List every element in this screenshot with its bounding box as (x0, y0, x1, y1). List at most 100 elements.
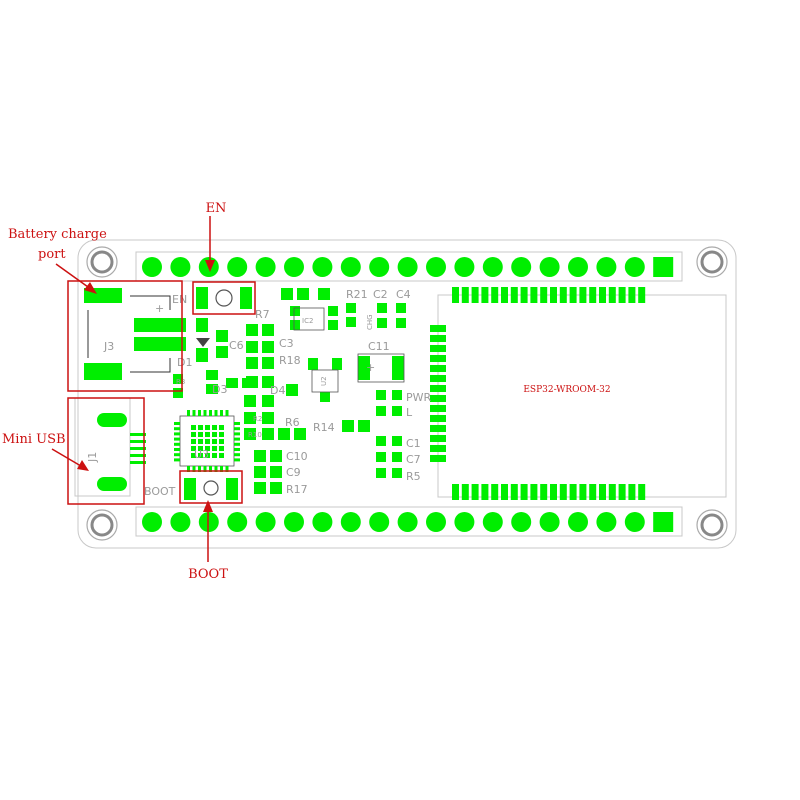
battery-arrow-head (84, 282, 97, 294)
module-pad-top (461, 287, 469, 303)
u3-pin (234, 442, 240, 446)
module-pad-top (452, 287, 459, 303)
u3-center-pad (191, 453, 196, 458)
module-pad-top (550, 287, 557, 303)
smd-pad (270, 450, 282, 462)
top-header-pin (227, 257, 248, 277)
smd-pad (196, 348, 208, 362)
j1-pad-bottom (97, 477, 127, 491)
module-pad-top (589, 287, 597, 303)
smd-pad (290, 306, 300, 316)
u3-center-pad (219, 446, 224, 451)
module-pad-top (579, 287, 587, 303)
smd-pad (246, 341, 258, 353)
u3-pin (174, 437, 180, 441)
label-r7: R7 (255, 308, 270, 321)
smd-pad (281, 288, 293, 300)
module-pad-top (520, 287, 528, 303)
u3-pin (192, 410, 196, 416)
bottom-header-pin (397, 512, 418, 532)
top-header-pin (624, 257, 645, 277)
smd-pad (376, 436, 386, 446)
module-pad-top (638, 287, 646, 303)
top-header-pin (369, 257, 390, 277)
smd-pad (376, 452, 386, 462)
smd-pad (286, 384, 298, 396)
u3-center-pad (191, 432, 196, 437)
ic2-chip: IC2 (293, 307, 325, 331)
label-c2: C2 (373, 288, 388, 301)
en-button-pad-left (196, 287, 208, 309)
u3-pin (220, 410, 223, 416)
u3-center-pad (212, 453, 217, 458)
top-header-pin (454, 257, 475, 277)
u3-pin (174, 458, 180, 462)
boot-button-actuator (203, 480, 219, 496)
smd-pad (308, 358, 318, 370)
smd-pad (262, 341, 274, 353)
module-pad-bottom (501, 484, 508, 500)
u3-pin (203, 466, 207, 472)
ic2-outline (293, 307, 325, 331)
module-pad-top (618, 287, 626, 303)
u3-pin (174, 448, 180, 451)
u3-label: U3 (194, 448, 209, 461)
u3-pin (234, 437, 240, 441)
bottom-header-pin (624, 512, 645, 532)
top-header-pin (539, 257, 560, 277)
bottom-header-pins (142, 512, 674, 532)
bottom-header-pin (284, 512, 304, 532)
j1-pin-3 (130, 447, 146, 450)
en-silk-label: EN (172, 293, 187, 306)
u3-center-pad (219, 425, 224, 430)
j1-label: J1 (86, 452, 99, 463)
j3-battery-connector: + J3 (84, 288, 186, 380)
mounting-hole-top-left-ring (90, 250, 114, 274)
bottom-header-pin (227, 512, 248, 532)
module-pad-left (430, 395, 446, 402)
u3-outline (179, 415, 235, 467)
module-pad-left (430, 425, 446, 432)
module-pad-top (628, 287, 636, 303)
module-pad-top (599, 287, 606, 303)
top-header-pin-square (653, 257, 674, 277)
u3-pin (192, 466, 196, 472)
j3-plus-sign: + (155, 302, 164, 315)
esp32-module-pads (430, 287, 646, 500)
c11-outline (357, 353, 405, 383)
callout-mini-usb: Mini USB (2, 432, 66, 447)
u3-pin (234, 453, 240, 457)
module-pad-left (430, 325, 446, 332)
en-button-pad-right (240, 287, 252, 309)
module-pad-left (430, 345, 446, 352)
bottom-header-pin (142, 512, 162, 532)
smd-pad (297, 288, 309, 300)
smd-pad (392, 406, 402, 416)
top-header-pin (312, 257, 333, 277)
label-r17: R17 (286, 483, 308, 496)
en-button-actuator (215, 289, 233, 307)
j3-pad-mid-1 (134, 318, 186, 332)
label-c4: C4 (396, 288, 411, 301)
boot-button-highlight-box (179, 470, 243, 504)
u3-pin (174, 453, 180, 457)
top-header-pin (142, 257, 162, 277)
module-pad-bottom (471, 484, 479, 500)
callout-en: EN (206, 201, 227, 216)
smd-pad (246, 357, 258, 369)
top-header-pin (284, 257, 304, 277)
bottom-header-pin (511, 512, 532, 532)
top-header-pin (568, 257, 588, 277)
smd-pad (242, 378, 254, 388)
bottom-header-pin (596, 512, 617, 532)
u3-center-pad (212, 432, 217, 437)
module-pad-bottom (589, 484, 597, 500)
mounting-hole-top-right (696, 246, 728, 278)
smd-pad (254, 450, 266, 462)
u3-center-pad (219, 439, 224, 444)
u3-pin (203, 410, 207, 416)
smd-pad (376, 390, 386, 400)
boot-button-pad-right (226, 478, 238, 500)
module-pad-top (530, 287, 538, 303)
u3-pin (198, 466, 201, 472)
